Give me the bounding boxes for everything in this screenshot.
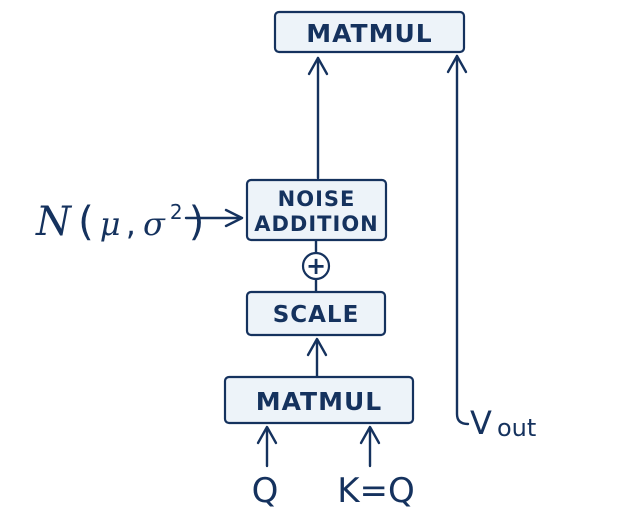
scale-label: SCALE — [273, 302, 360, 328]
mu-symbol: μ — [100, 205, 121, 243]
scale-box: SCALE — [245, 290, 387, 337]
sigma-symbol: σ — [143, 205, 166, 243]
v-out-label: V out — [470, 404, 536, 442]
noise-addition-label-line1: NOISE — [278, 187, 356, 211]
v-out-arrowhead — [446, 54, 468, 74]
q-label: Q — [252, 471, 279, 511]
noise-distribution-label: N ( μ , σ 2 ) — [35, 199, 204, 245]
k-label: K=Q — [337, 471, 415, 511]
normal-distribution-symbol: N — [35, 199, 73, 245]
q-input-arrowhead — [256, 425, 278, 445]
v-symbol: V — [470, 404, 492, 442]
noise-addition-box: NOISE ADDITION — [245, 178, 388, 242]
noise-addition-label-line2: ADDITION — [254, 212, 379, 236]
k-input-arrowhead — [359, 425, 381, 445]
v-subscript: out — [497, 414, 536, 442]
close-paren: ) — [189, 199, 205, 245]
comma: , — [126, 205, 136, 243]
bottom-matmul-label: MATMUL — [256, 387, 382, 416]
top-matmul-box: MATMUL — [273, 10, 466, 54]
top-matmul-label: MATMUL — [306, 19, 432, 48]
matmul-to-scale-arrowhead — [306, 337, 328, 357]
noise-input-arrowhead — [224, 208, 244, 228]
v-out-line — [455, 54, 470, 426]
open-paren: ( — [78, 199, 94, 245]
bottom-matmul-box: MATMUL — [223, 375, 415, 425]
sigma-exponent: 2 — [170, 200, 183, 224]
noise-to-top-matmul-arrowhead — [307, 56, 329, 76]
plus-circle-icon: + — [301, 251, 331, 281]
plus-symbol: + — [306, 252, 326, 280]
